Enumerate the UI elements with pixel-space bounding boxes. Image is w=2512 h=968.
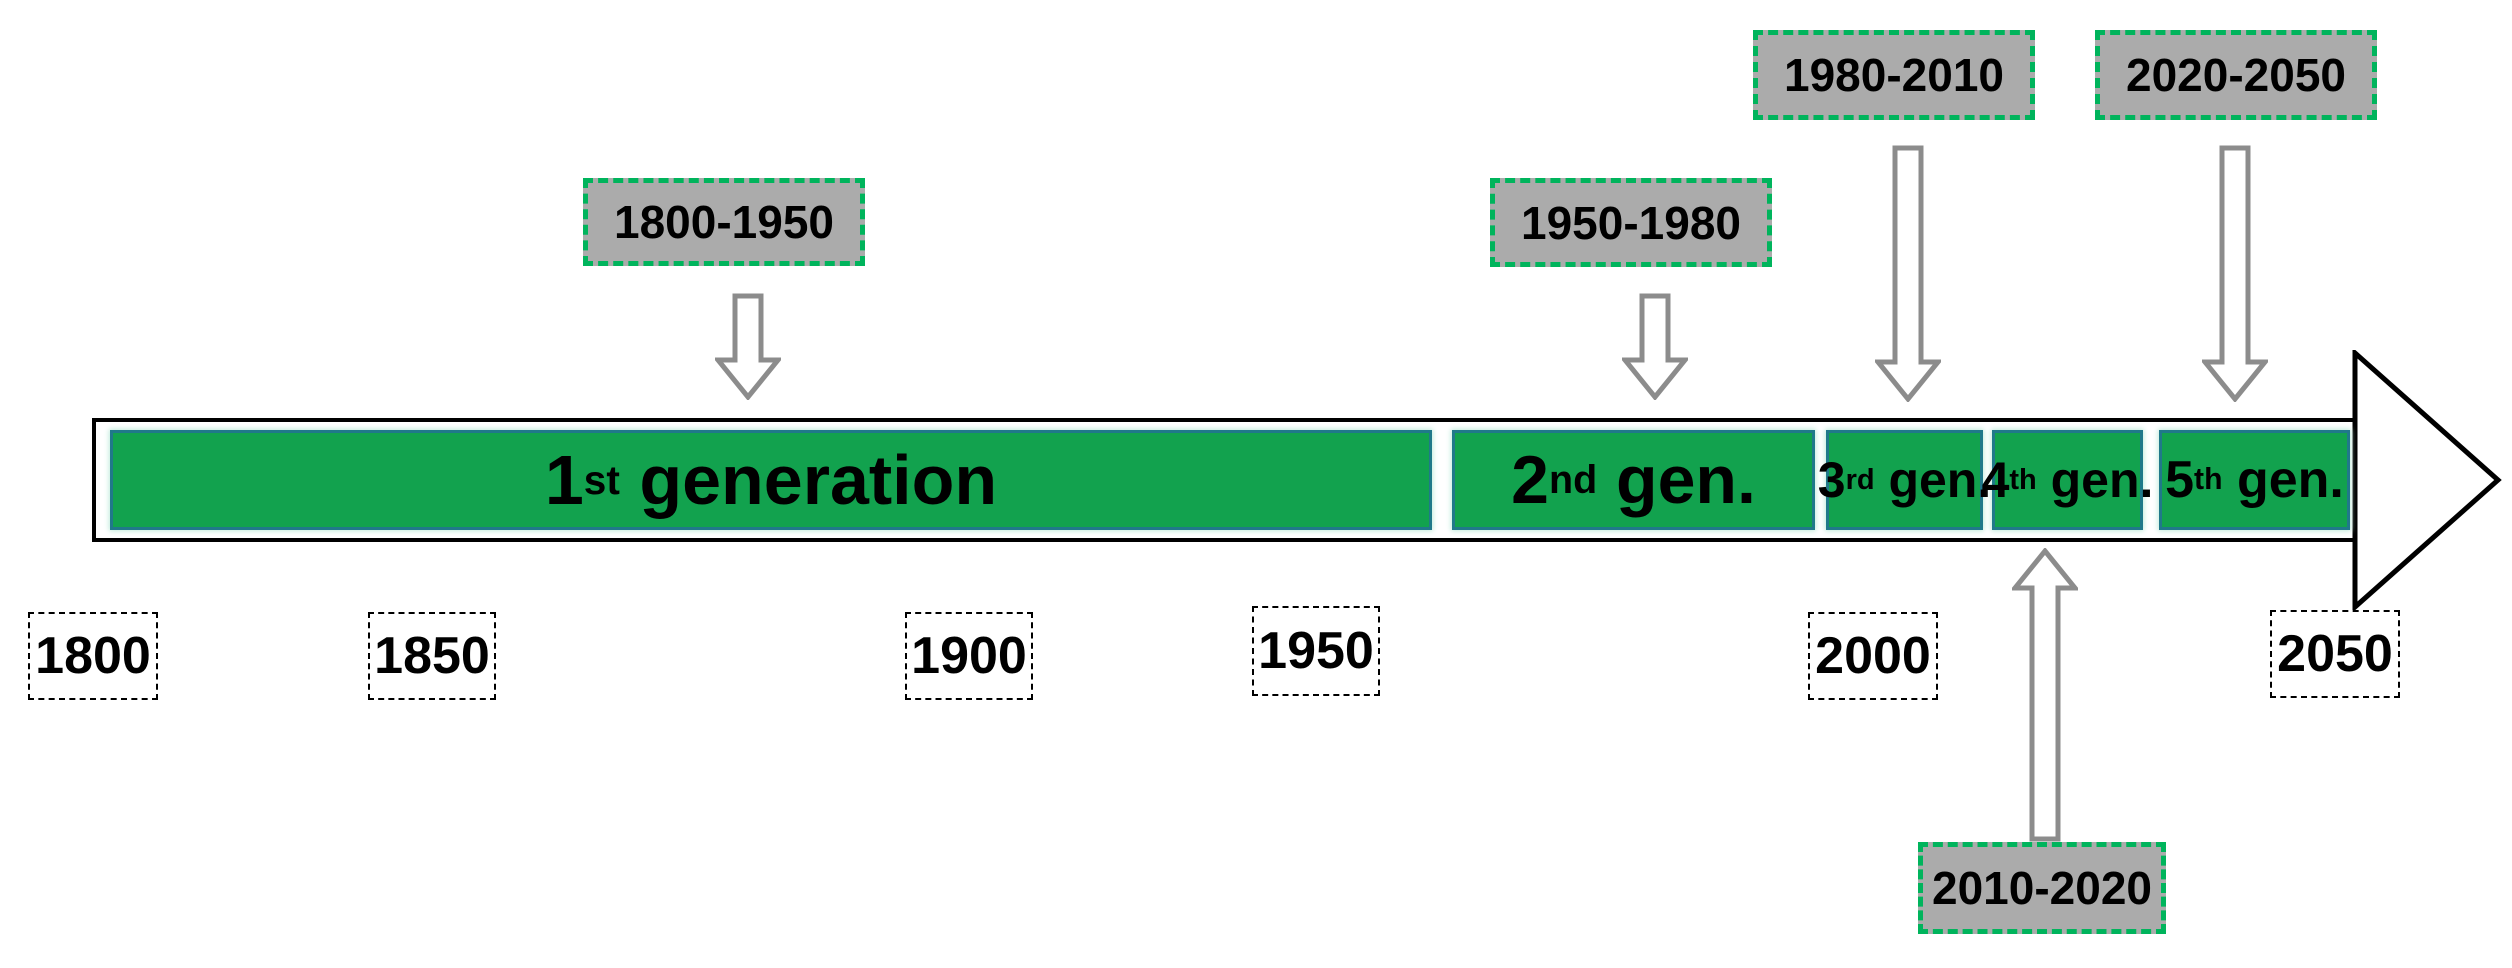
up-arrow-icon [2012,548,2078,842]
period-box-1800-1950: 1800-1950 [583,178,865,266]
period-label: 2020-2050 [2126,49,2346,101]
year-box-1800: 1800 [28,612,158,700]
year-box-1900: 1900 [905,612,1033,700]
year-label: 1900 [911,627,1027,685]
year-box-1850: 1850 [368,612,496,700]
period-box-1950-1980: 1950-1980 [1490,178,1772,267]
year-box-2050: 2050 [2270,610,2400,698]
down-arrow-icon [715,293,781,400]
segment-label: 1 [544,441,584,519]
year-label: 1950 [1258,622,1374,680]
year-label: 2050 [2277,625,2393,683]
segment-label: 5 [2165,451,2195,509]
period-label: 1800-1950 [614,196,834,248]
segment-label-suffix: gen. [2036,452,2154,508]
period-label: 1950-1980 [1521,196,1741,249]
year-label: 1800 [35,627,151,685]
timeline-arrowhead-icon [2352,350,2504,610]
period-label: 2010-2020 [1932,862,2152,914]
segment-label-suffix: gen. [2222,451,2344,509]
down-arrow-icon [1875,145,1941,402]
segment-label: 2 [1511,442,1549,518]
segment-label-suffix: generation [619,441,998,519]
period-box-2020-2050: 2020-2050 [2095,30,2377,120]
year-label: 1850 [374,627,490,685]
segment-label-suffix: gen. [1874,452,1992,508]
down-arrow-icon [1622,293,1688,400]
segment-label: 3 [1817,452,1846,508]
segment-label: 4 [1981,452,2010,508]
down-arrow-icon [2202,145,2268,402]
segment-label-suffix: gen. [1597,442,1756,518]
year-label: 2000 [1815,627,1931,685]
year-box-2000: 2000 [1808,612,1938,700]
year-box-1950: 1950 [1252,606,1380,696]
period-box-1980-2010: 1980-2010 [1753,30,2035,120]
period-box-2010-2020: 2010-2020 [1918,842,2166,934]
period-label: 1980-2010 [1784,49,2004,101]
